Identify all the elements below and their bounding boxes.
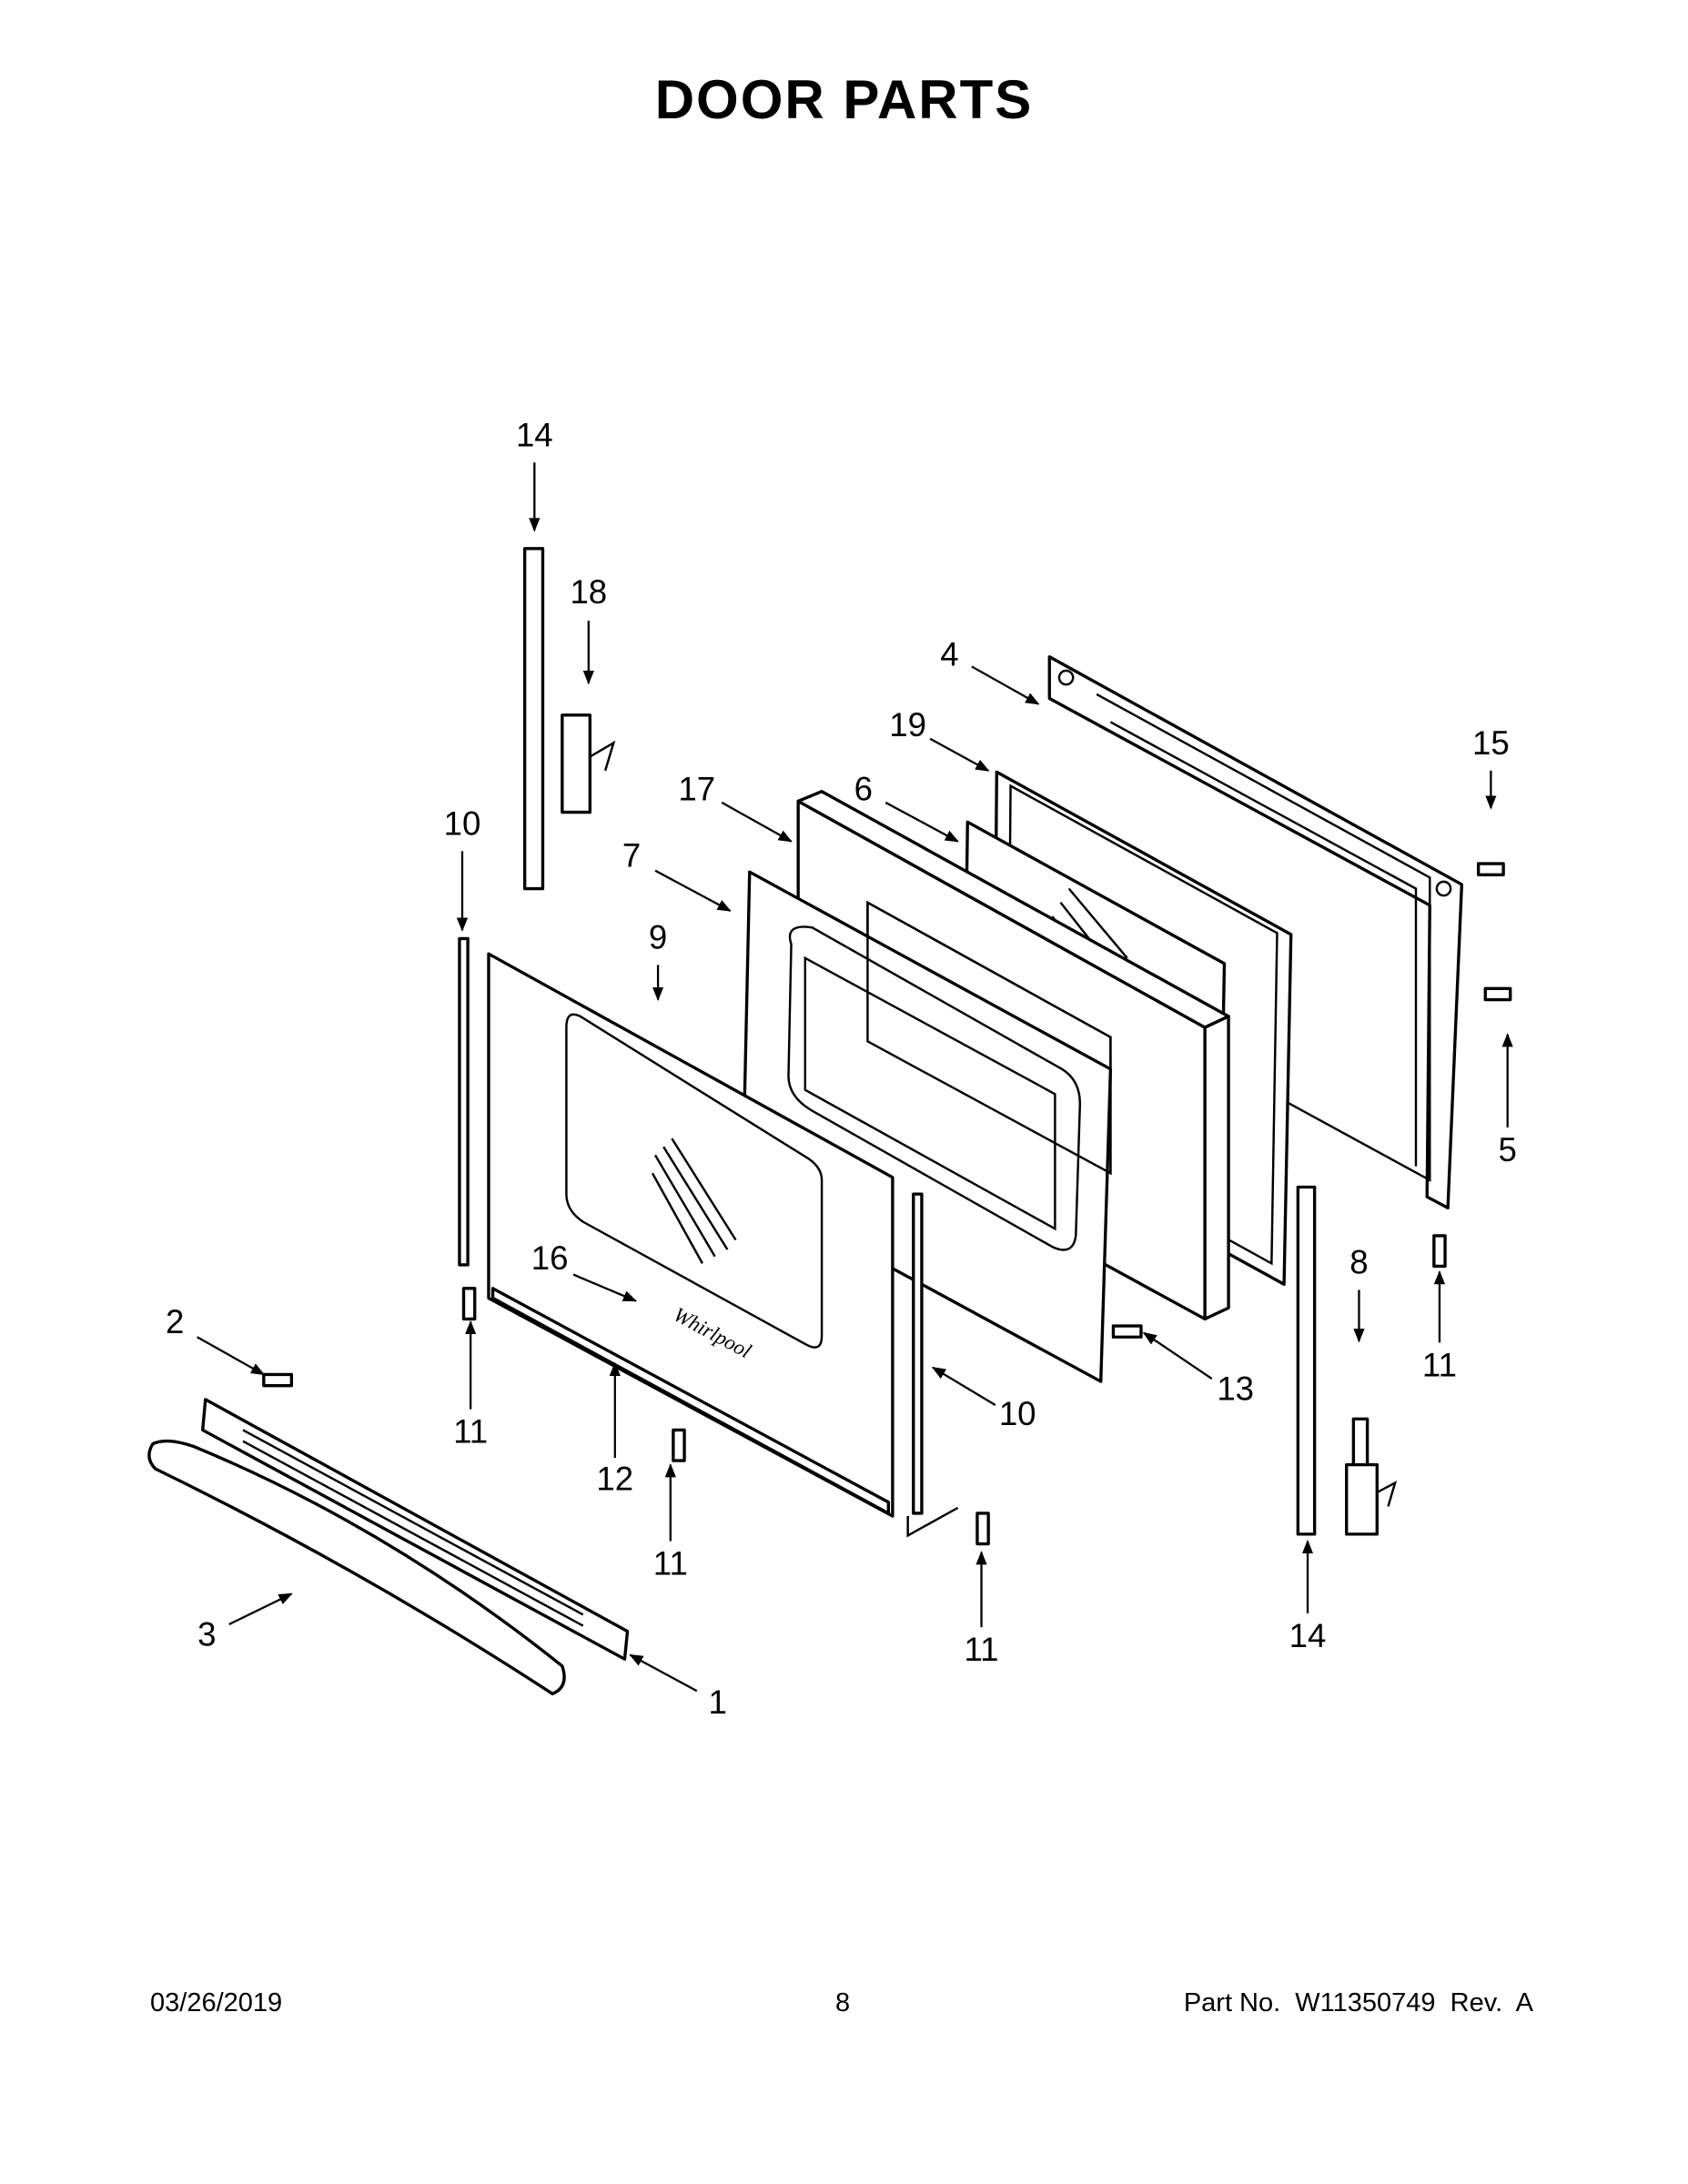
callout-7: 7 [622,837,641,875]
callout-13: 13 [1217,1370,1254,1407]
footer-date: 03/26/2019 [150,1988,283,2017]
callout-labels: 14 18 4 19 17 6 15 10 7 9 5 8 16 2 11 12… [166,416,1517,1721]
screw-icons [262,862,1512,1546]
part-1-vent-trim [201,1398,630,1661]
part-12-bottom-trim [490,1287,890,1515]
part-8-hinge [1345,1417,1398,1536]
part-7-door-liner [741,870,1113,1383]
callout-11: 11 [453,1413,488,1451]
callout-19: 19 [889,706,926,743]
callout-10: 10 [999,1395,1036,1432]
callout-11: 11 [965,1631,999,1668]
callout-4: 4 [940,635,958,672]
callout-3: 3 [197,1615,216,1653]
callout-9: 9 [649,919,667,956]
callout-2: 2 [166,1303,184,1340]
callout-14: 14 [516,416,553,453]
callout-18: 18 [570,573,607,611]
footer-part-number: Part No. W11350749 Rev. A [1183,1988,1533,2017]
part-14-hinge-channel-right [1296,1185,1317,1536]
callout-arrows [197,462,1513,1693]
callout-1: 1 [708,1684,726,1721]
footer-page-number: 8 [835,1988,851,2017]
callout-16: 16 [531,1239,569,1277]
part-3-door-handle [147,1439,566,1695]
page-title: DOOR PARTS [654,69,1034,130]
callout-11: 11 [1422,1346,1457,1383]
part-4-inner-door-panel [1047,655,1464,1210]
callout-15: 15 [1472,724,1510,762]
callout-8: 8 [1349,1244,1368,1281]
part-10-right-trim [912,1192,924,1515]
callout-17: 17 [678,770,715,807]
part-14-hinge-channel-left [522,547,545,891]
part-18-hinge [561,713,616,814]
part-9-outer-door-panel: Whirlpool [487,952,895,1518]
callout-14: 14 [1289,1617,1327,1654]
part-10-bracket [906,1506,959,1538]
callout-12: 12 [596,1461,633,1498]
callout-11: 11 [653,1545,688,1582]
callout-5: 5 [1498,1131,1516,1168]
callout-10: 10 [444,805,481,843]
part-10-left-trim [458,936,470,1267]
callout-6: 6 [854,770,873,807]
